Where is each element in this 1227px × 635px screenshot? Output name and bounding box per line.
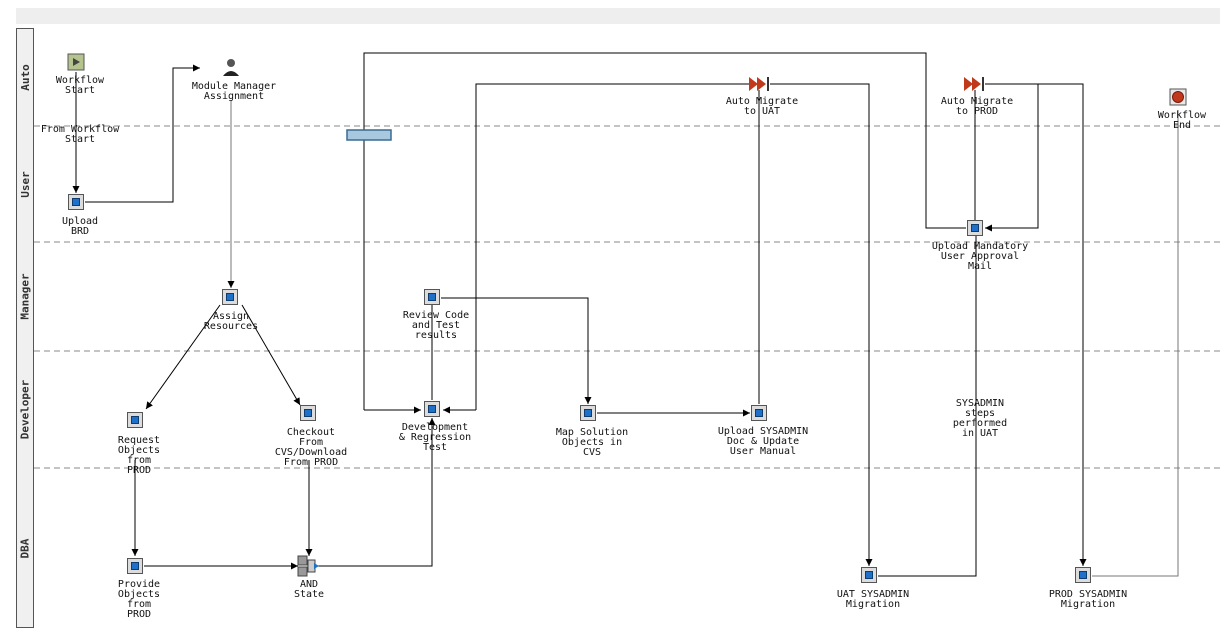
auto-migrate-prod-icon[interactable] (964, 77, 984, 91)
label-provide-objects: Provide Objects from PROD (117, 579, 161, 620)
label-workflow-end: Workflow End (1157, 110, 1207, 131)
edge-and-to-development[interactable] (316, 418, 436, 567)
auto-migrate-uat-icon[interactable] (749, 77, 769, 91)
edge-prod-loop-to-upload-mandatory[interactable] (985, 83, 1039, 232)
edge-uat-migration-to-upload-mandatory[interactable] (878, 236, 977, 577)
upload-mandatory-task-icon[interactable] (967, 220, 983, 236)
label-upload-mandatory: Upload Mandatory User Approval Mail (931, 241, 1029, 272)
checkout-task-icon[interactable] (300, 405, 316, 421)
request-objects-task-icon[interactable] (127, 412, 143, 428)
edge-review-to-map[interactable] (441, 297, 592, 404)
label-checkout: Checkout From CVS/Download From PROD (274, 427, 348, 468)
person-icon[interactable] (223, 59, 239, 76)
edge-uat-migrate-to-uat-migration[interactable] (770, 83, 873, 566)
annotation-sysadmin-steps: SYSADMIN steps performed in UAT (952, 398, 1008, 439)
and-state-icon[interactable] (297, 555, 319, 577)
lane-dividers (34, 125, 1220, 469)
label-map-solution: Map Solution Objects in CVS (555, 427, 629, 458)
label-auto-migrate-uat: Auto Migrate to UAT (725, 96, 799, 117)
edge-upload-brd-to-module-manager[interactable] (85, 64, 200, 203)
label-request-objects: Request Objects from PROD (117, 435, 161, 476)
edge-development-to-uat-migrate[interactable] (475, 83, 750, 410)
provide-objects-task-icon[interactable] (127, 558, 143, 574)
edge-loop-upload-mandatory[interactable] (363, 52, 966, 410)
label-module-manager: Module Manager Assignment (191, 81, 277, 102)
workflow-start-icon[interactable] (67, 53, 85, 71)
review-code-task-icon[interactable] (424, 289, 440, 305)
map-solution-task-icon[interactable] (580, 405, 596, 421)
label-review-code: Review Code and Test results (402, 310, 470, 341)
annotation-from-workflow-start: From Workflow Start (40, 124, 120, 145)
label-uat-migration: UAT SYSADMIN Migration (836, 589, 910, 610)
uat-migration-task-icon[interactable] (861, 567, 877, 583)
edge-prod-migration-to-end[interactable] (1092, 110, 1179, 577)
prod-migration-task-icon[interactable] (1075, 567, 1091, 583)
swimlane-header-bar (16, 28, 34, 628)
label-prod-migration: PROD SYSADMIN Migration (1048, 589, 1128, 610)
development-task-icon[interactable] (424, 401, 440, 417)
label-upload-brd: Upload BRD (61, 216, 99, 237)
label-workflow-start: Workflow Start (55, 75, 105, 96)
label-assign-resources: Assign Resources (203, 311, 259, 332)
edge-prod-migrate-to-prod-migration[interactable] (985, 83, 1087, 566)
top-toolbar-strip (16, 8, 1220, 24)
label-and-state: AND State (293, 579, 325, 600)
workflow-end-icon[interactable] (1169, 88, 1187, 106)
upload-sysadmin-task-icon[interactable] (751, 405, 767, 421)
label-development: Development & Regression Test (398, 422, 472, 453)
selected-connector-bar[interactable] (346, 129, 392, 141)
label-upload-sysadmin: Upload SYSADMIN Doc & Update User Manual (717, 426, 809, 457)
upload-brd-task-icon[interactable] (68, 194, 84, 210)
edge-assign-to-request[interactable] (145, 304, 221, 410)
assign-resources-task-icon[interactable] (222, 289, 238, 305)
label-auto-migrate-prod: Auto Migrate to PROD (940, 96, 1014, 117)
connectors (72, 52, 1179, 577)
edge-assign-to-checkout[interactable] (241, 304, 301, 406)
